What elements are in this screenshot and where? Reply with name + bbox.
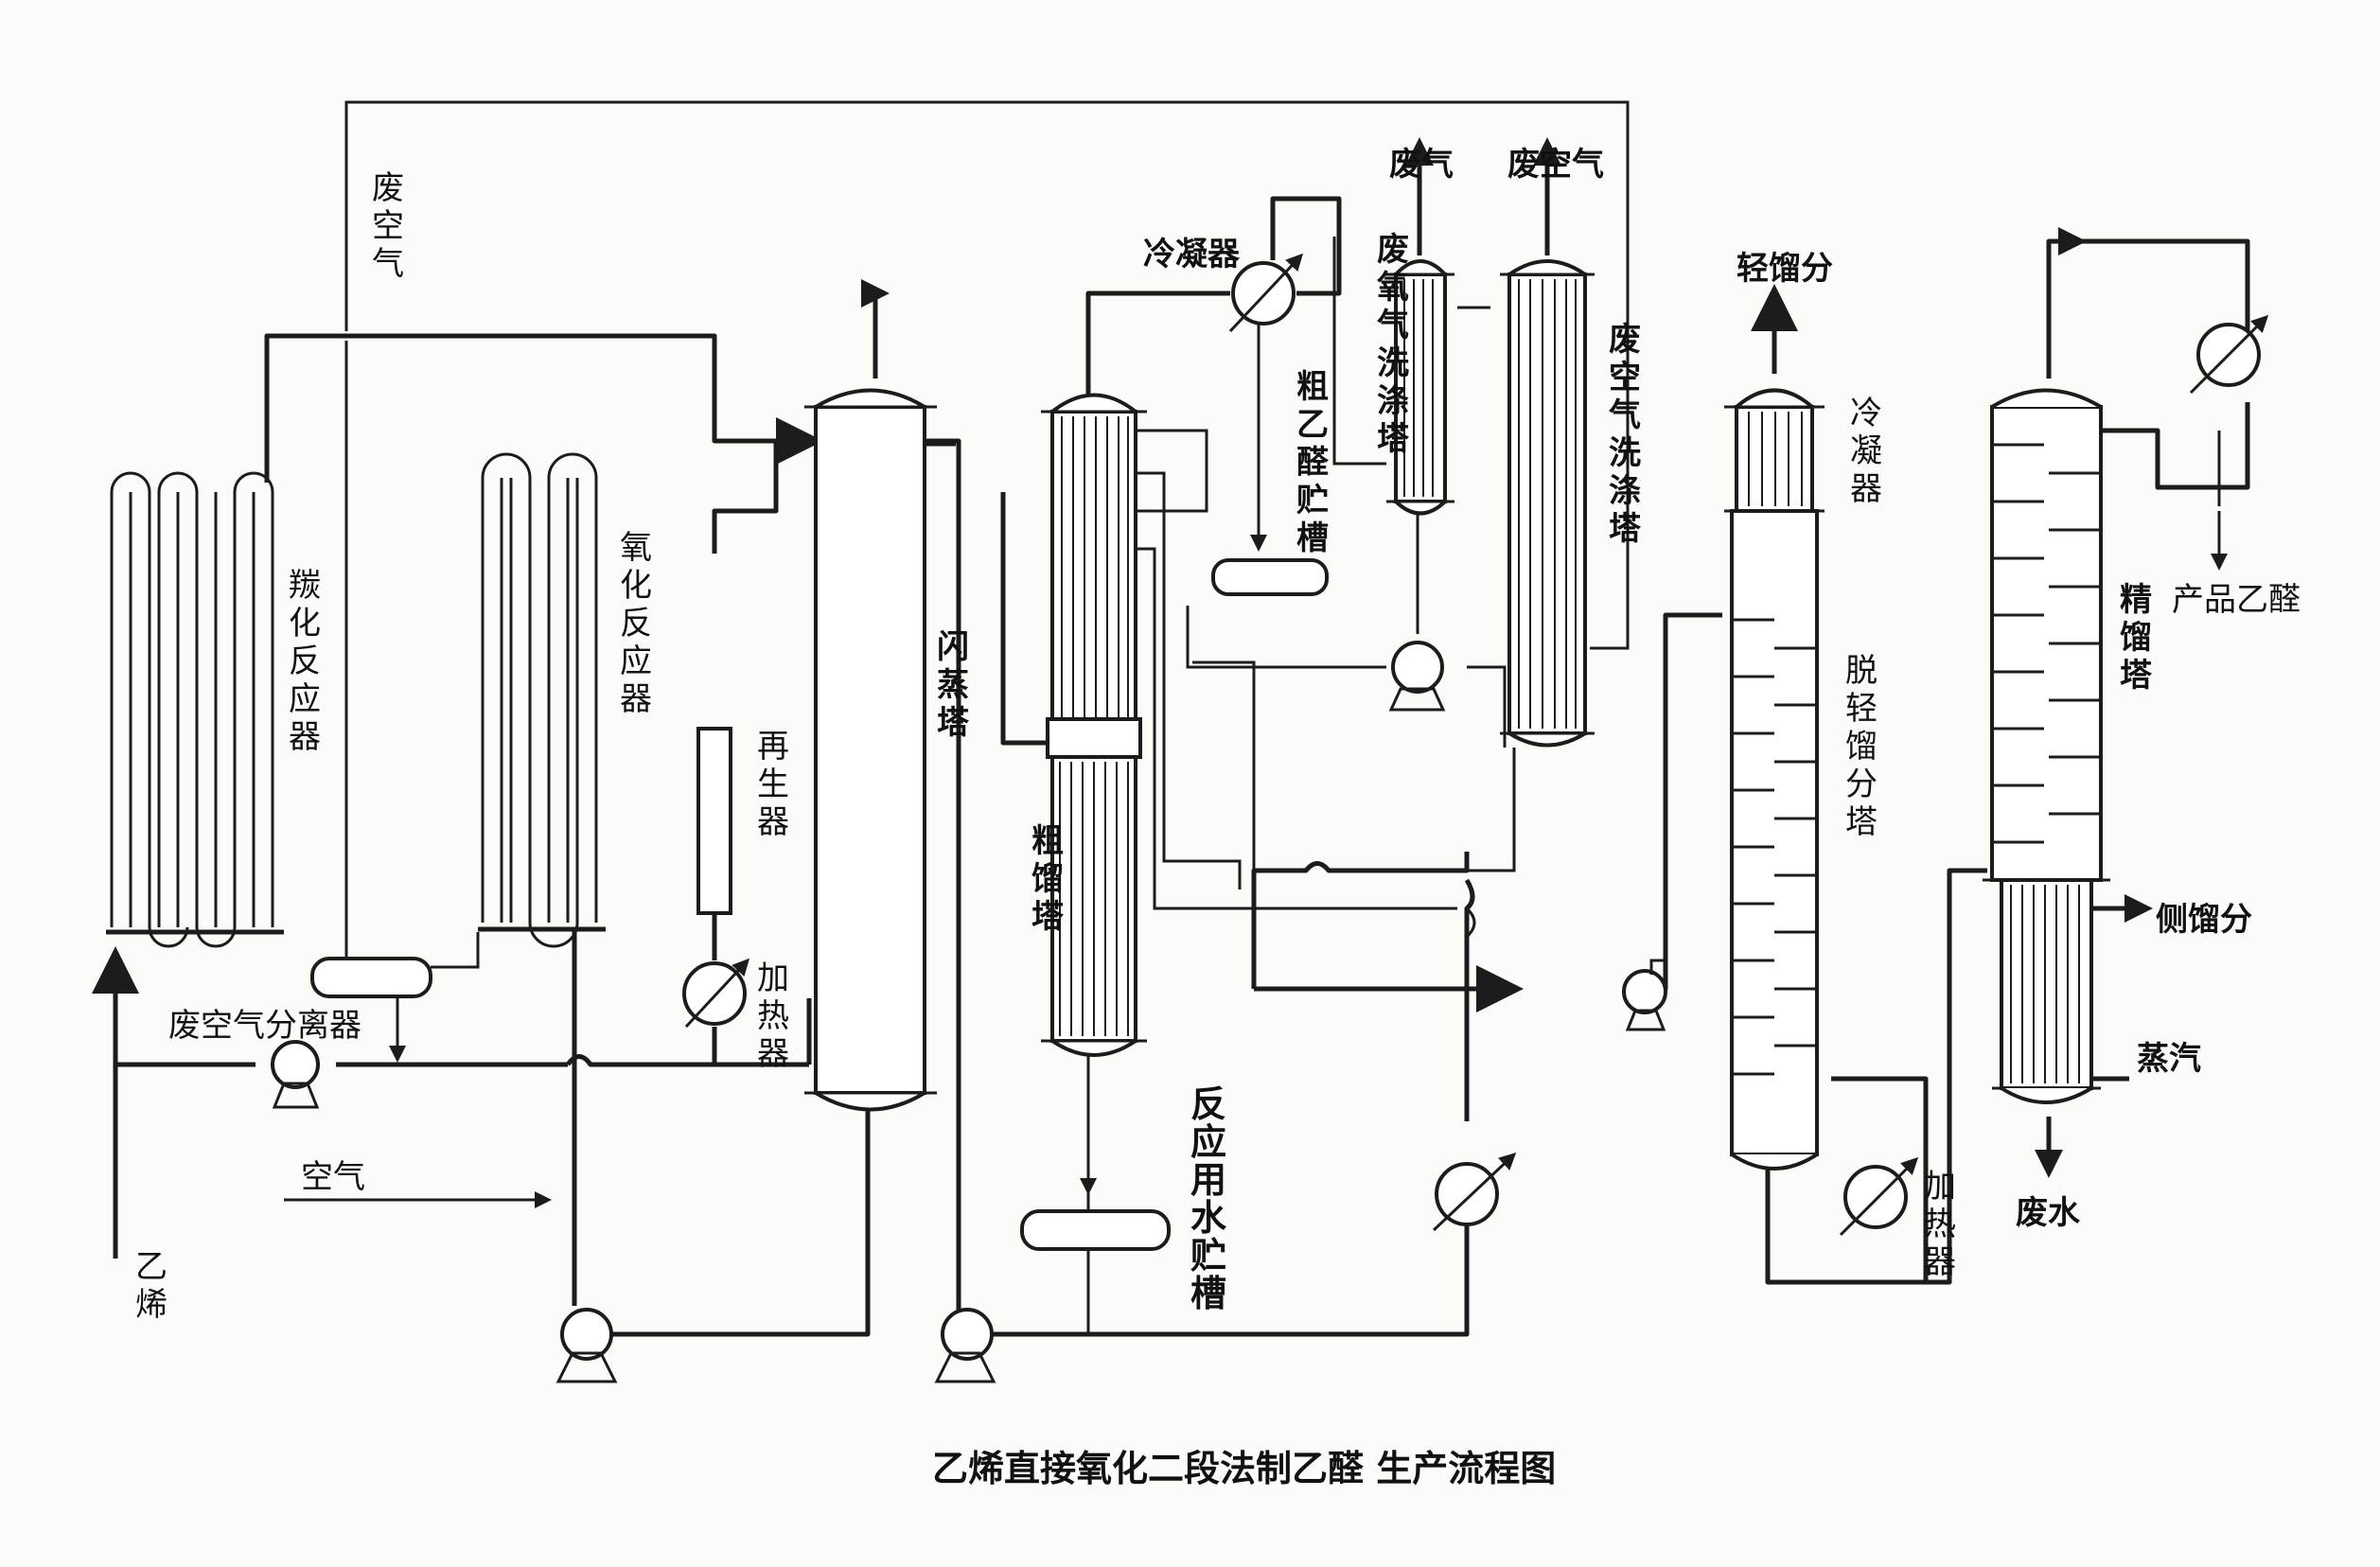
label-heater-right: 加热器	[1924, 1168, 1956, 1281]
labels: 废空气 羰化反应器 氧化反应器 再生器 加热器 废空气分离器 空气 乙烯 闪蒸塔…	[135, 146, 2301, 1489]
label-reaction-water-tank: 反应用水贮槽	[1190, 1083, 1227, 1314]
label-waste-air-scrubber: 废空气洗涤塔	[1608, 321, 1642, 548]
heater-left	[682, 958, 750, 1029]
heater-right	[1839, 1156, 1919, 1237]
label-rectification-tower: 精馏塔	[2120, 581, 2153, 695]
label-ethylene: 乙烯	[135, 1248, 167, 1324]
label-light-fraction: 轻馏分	[1737, 250, 1833, 288]
label-flash-tower: 闪蒸塔	[937, 628, 970, 742]
label-waste-air-top: 废空气	[372, 169, 404, 283]
crude-acetaldehyde-tank	[1211, 558, 1329, 596]
label-condenser: 冷凝器	[1143, 236, 1241, 273]
pump-3	[1388, 641, 1446, 712]
waste-air-scrubber	[1500, 259, 1595, 748]
diagram-title: 乙烯直接氧化二段法制乙醛 生产流程图	[932, 1448, 1556, 1489]
label-waste-oxygen-scrubber: 废氧气洗涤塔	[1376, 231, 1410, 458]
regenerator	[696, 727, 732, 915]
heater-middle	[1432, 1152, 1517, 1232]
piping	[92, 100, 2250, 1337]
rectification-tower	[1983, 388, 2110, 1104]
label-carbonylation-reactor: 羰化反应器	[289, 567, 321, 756]
label-regenerator: 再生器	[757, 728, 789, 841]
label-oxidation-reactor: 氧化反应器	[620, 529, 652, 718]
label-light-ends-tower: 脱轻馏分塔	[1845, 652, 1878, 841]
pump-4	[1622, 959, 1667, 1031]
label-air: 空气	[301, 1158, 365, 1196]
label-heater-left: 加热器	[757, 960, 789, 1073]
label-condenser-right: 冷凝器	[1850, 395, 1882, 508]
reaction-water-tank	[1020, 1209, 1171, 1251]
crude-tower	[1041, 393, 1147, 1057]
flash-tower	[804, 388, 956, 1112]
label-side-draw: 侧馏分	[2156, 901, 2252, 939]
label-waste-air-out: 废空气	[1507, 146, 1604, 184]
tray-set-light	[1732, 618, 1817, 1076]
label-waste-water: 废水	[2016, 1194, 2081, 1232]
oxidation-reactor	[478, 452, 606, 948]
waste-air-separator	[310, 957, 432, 998]
label-steam: 蒸汽	[2137, 1040, 2201, 1078]
carbonylation-reactor	[106, 471, 284, 948]
label-waste-air-separator: 废空气分离器	[168, 1007, 361, 1045]
waste-oxygen-scrubber	[1386, 259, 1454, 516]
label-product-acetaldehyde: 产品乙醛	[2172, 581, 2301, 619]
condenser-right	[2189, 314, 2269, 395]
label-waste-gas: 废气	[1389, 146, 1454, 184]
light-ends-tower	[1724, 388, 1825, 1171]
pump-2	[934, 1308, 996, 1383]
condenser-crude	[1228, 253, 1304, 333]
pump-1	[555, 1308, 618, 1383]
label-crude-acetaldehyde-tank: 粗乙醛贮槽	[1296, 368, 1329, 557]
tray-set-rectification	[1992, 443, 2101, 844]
pump-separator	[271, 1040, 320, 1109]
label-crude-tower: 粗馏塔	[1031, 822, 1065, 936]
